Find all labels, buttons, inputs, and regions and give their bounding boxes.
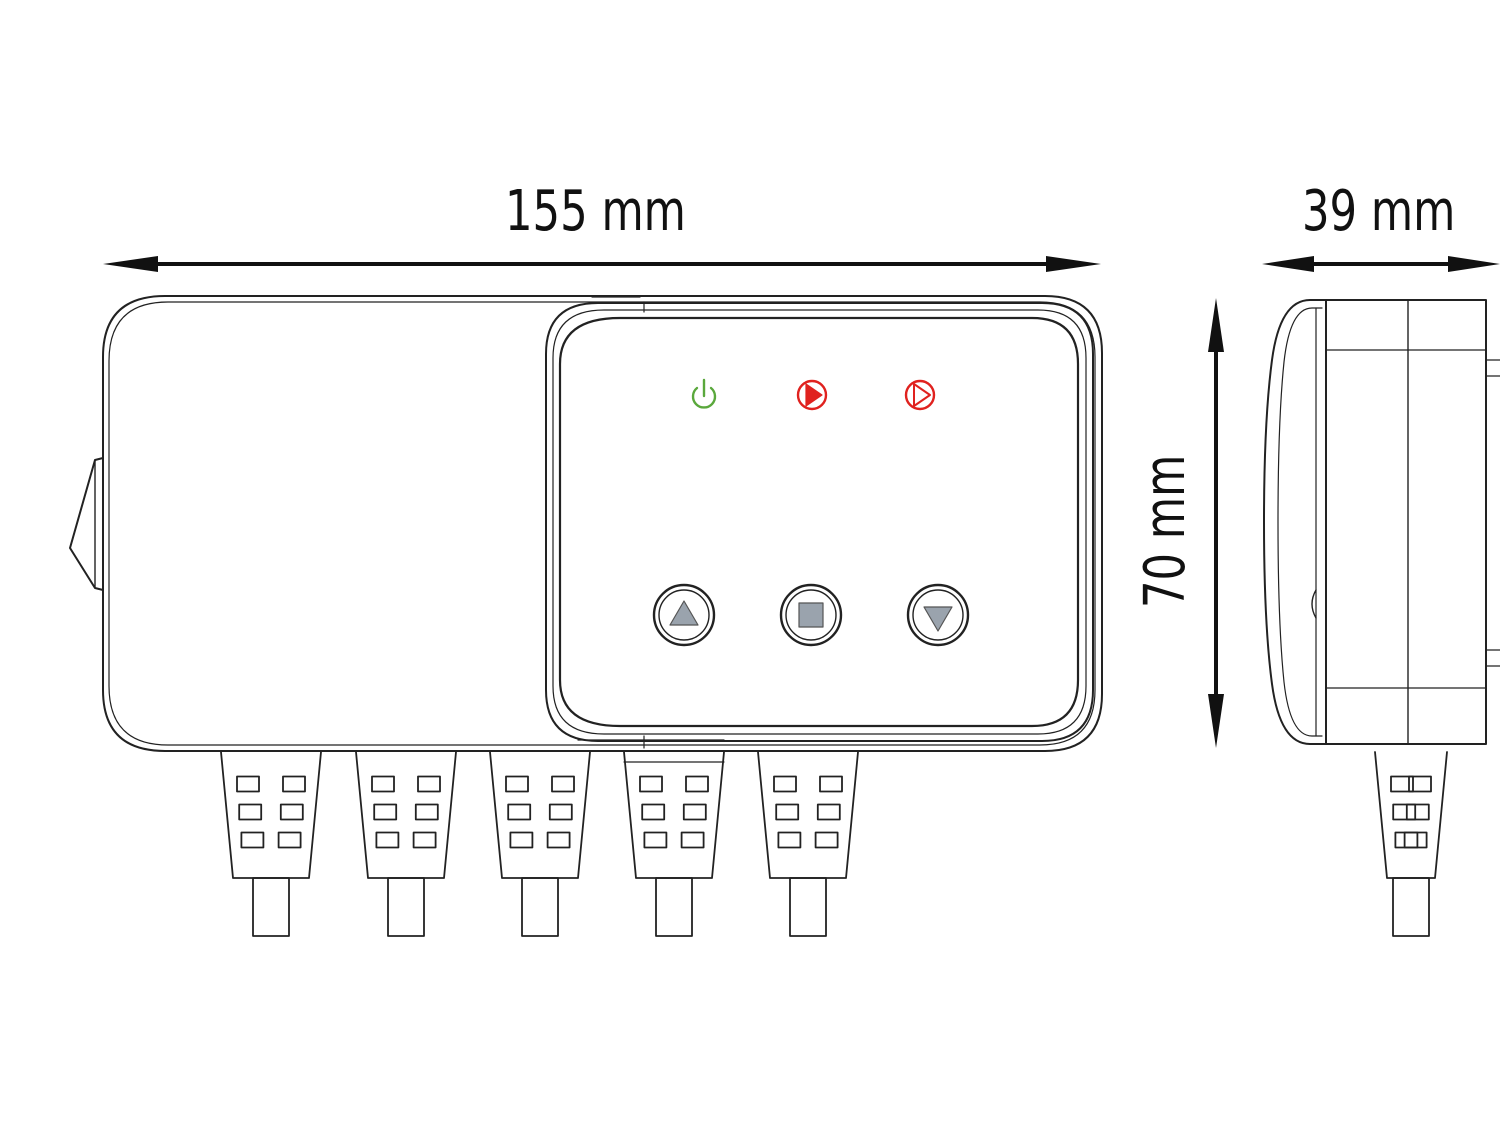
power-switch bbox=[70, 458, 103, 590]
power-icon bbox=[693, 380, 715, 407]
cable-gland bbox=[1375, 752, 1447, 936]
depth-dimension-line bbox=[1262, 256, 1500, 272]
triangle-up-icon bbox=[670, 601, 698, 625]
down-button[interactable] bbox=[908, 585, 968, 645]
pump-icon bbox=[906, 381, 934, 409]
depth-dimension-label: 39 mm bbox=[1302, 179, 1456, 244]
cable-gland bbox=[356, 752, 456, 936]
triangle-down-icon bbox=[924, 607, 952, 631]
height-dimension-line bbox=[1208, 298, 1224, 748]
up-button[interactable] bbox=[654, 585, 714, 645]
side-cable-gland bbox=[1375, 752, 1447, 936]
height-dimension-label: 70 mm bbox=[1133, 454, 1198, 608]
side-view bbox=[1264, 300, 1500, 744]
cable-gland bbox=[758, 752, 858, 936]
front-housing bbox=[103, 296, 1102, 751]
cable-gland bbox=[490, 752, 590, 936]
control-panel-cover bbox=[546, 297, 1093, 748]
cable-gland bbox=[624, 752, 724, 936]
ok-button[interactable] bbox=[781, 585, 841, 645]
width-dimension-line bbox=[103, 256, 1101, 272]
pump-icon bbox=[798, 381, 826, 409]
cable-gland bbox=[221, 752, 321, 936]
width-dimension-label: 155 mm bbox=[505, 179, 686, 244]
square-icon bbox=[799, 603, 823, 627]
cable-glands bbox=[221, 752, 858, 936]
